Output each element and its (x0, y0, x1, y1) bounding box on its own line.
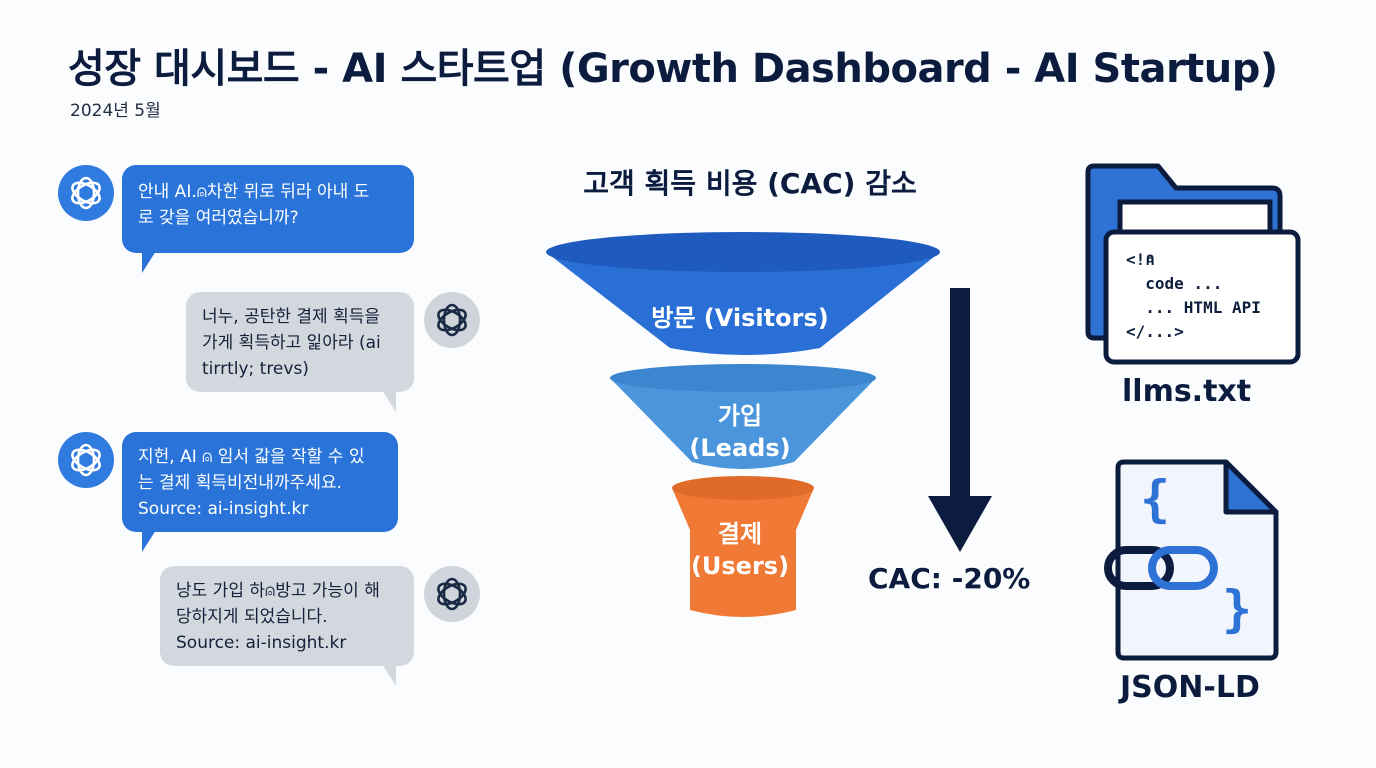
message-text-line: 낭도 가입 하⍝방고 가능이 해 (176, 581, 380, 601)
assistant-avatar-icon (424, 566, 480, 622)
stage-label-leads-ko: 가입 (717, 402, 763, 430)
chat-message: 지헌, AI ⍝ 임서 갋을 작할 수 있 는 결제 획득비전내까주세요. So… (122, 432, 398, 552)
stage-label-users: 결제 (Users) (660, 518, 820, 582)
funnel-title: 고객 획득 비용 (CAC) 감소 (583, 167, 917, 200)
brace-close: } (1222, 580, 1253, 638)
assistant-avatar-icon (58, 165, 114, 221)
message-source: Source: ai-insight.kr (138, 499, 309, 519)
folder-icon (1085, 163, 1301, 365)
llms-file-label: llms.txt (1122, 374, 1252, 409)
funnel-stage-users (672, 476, 814, 617)
message-text-line: 로 갖을 여러였습니까? (138, 208, 299, 228)
page-date: 2024년 5월 (70, 101, 161, 121)
stage-label-leads: 가입 (Leads) (640, 400, 840, 464)
down-arrow-icon (928, 288, 992, 552)
message-text-line: 는 결제 획득비전내까주세요. (138, 473, 342, 493)
brace-open: { (1140, 470, 1171, 528)
assistant-avatar-icon (424, 292, 480, 348)
funnel-stage-visitors (546, 232, 940, 355)
link-chain-icon (1104, 546, 1218, 590)
stage-label-visitors: 방문 (Visitors) (651, 304, 829, 332)
page-title: 성장 대시보드 - AI 스타트업 (Growth Dashboard - AI… (68, 46, 1278, 92)
code-line: <!⍝ (1126, 250, 1155, 269)
code-line: ... HTML API (1126, 298, 1261, 317)
stage-label-users-en: (Users) (690, 552, 790, 580)
code-line: </...> (1126, 322, 1184, 341)
chat-message: 안내 AI.⍝차한 뮈로 뒤라 아내 도 로 갖을 여러였습니까? (122, 165, 414, 273)
chat-message: 낭도 가입 하⍝방고 가능이 해 당하지게 되었습니다. Source: ai-… (160, 566, 414, 686)
json-ld-file-label: JSON-LD (1120, 670, 1260, 705)
chat-message: 너누, 공탄한 결제 획득을 가게 획득하고 잁아라 (ai tirrtly; … (186, 292, 414, 412)
json-ld-file-icon (1104, 459, 1279, 661)
stage-label-leads-en: (Leads) (689, 434, 791, 462)
message-source: Source: ai-insight.kr (176, 633, 347, 653)
code-line: code ... (1126, 274, 1223, 293)
cac-change-label: CAC: -20% (868, 562, 1031, 595)
funnel-stage-leads (610, 364, 876, 469)
message-text-line: 가게 획득하고 잁아라 (ai (202, 333, 381, 353)
message-text-line: 너누, 공탄한 결제 획득을 (202, 307, 381, 327)
message-text-line: tirrtly; trevs) (202, 359, 309, 379)
message-text-line: 당하지게 되었습니다. (176, 607, 328, 627)
message-text-line: 안내 AI.⍝차한 뮈로 뒤라 아내 도 (138, 182, 370, 202)
message-text-line: 지헌, AI ⍝ 임서 갋을 작할 수 있 (138, 447, 365, 467)
assistant-avatar-icon (58, 432, 114, 488)
stage-label-users-ko: 결제 (717, 520, 763, 548)
funnel-diagram (546, 232, 940, 617)
